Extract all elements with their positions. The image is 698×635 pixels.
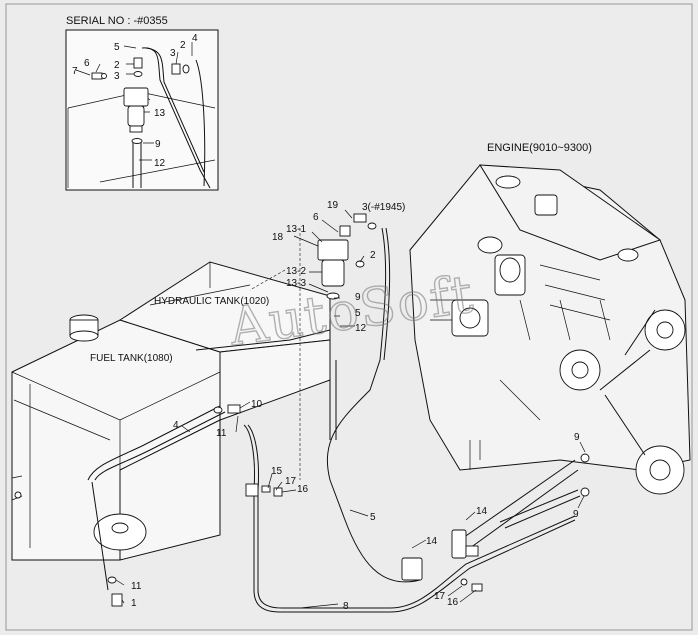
callout-inset-12: 12 (154, 158, 166, 169)
callout-11b: 11 (131, 581, 142, 592)
callout-17b: 17 (434, 591, 446, 602)
callout-mid-2: 2 (370, 250, 376, 261)
hydraulic-tank-label: HYDRAULIC TANK(1020) (154, 296, 269, 307)
callout-mid-6: 6 (313, 212, 319, 223)
callout-mid-5: 5 (355, 308, 361, 319)
serial-ref-label: 3(-#1945) (362, 202, 405, 213)
callout-inset-5: 5 (114, 42, 120, 53)
callout-mid-12: 12 (355, 323, 367, 334)
callout-10: 10 (251, 399, 263, 410)
callout-9b: 9 (573, 509, 579, 520)
callout-8: 8 (343, 601, 349, 612)
fuel-tank (11, 314, 221, 607)
leader-lines (115, 209, 586, 609)
callout-mid-18: 18 (272, 232, 284, 243)
serial-title: SERIAL NO : -#0355 (66, 15, 168, 27)
callout-mid-19: 19 (327, 200, 339, 211)
inset-box (65, 29, 219, 191)
engine-title: ENGINE(9010~9300) (487, 142, 592, 154)
callout-14a: 14 (476, 506, 488, 517)
callout-inset-4: 4 (192, 33, 198, 44)
callout-16a: 16 (297, 484, 309, 495)
frame-border (5, 3, 693, 631)
callout-9a: 9 (574, 432, 580, 443)
callout-mid-9: 9 (355, 292, 361, 303)
callout-mid-13-1: 13-1 (286, 224, 306, 235)
callout-11a: 11 (216, 428, 227, 439)
callout-1: 1 (131, 598, 137, 609)
callout-inset-2b: 2 (180, 40, 186, 51)
hydraulic-tank (118, 261, 331, 421)
engine (409, 164, 691, 495)
callout-inset-9: 9 (155, 139, 161, 150)
callout-inset-6: 6 (84, 58, 90, 69)
callout-mid-13-3: 13-3 (286, 278, 306, 289)
serial-inset (65, 29, 219, 191)
fuel-lines (87, 227, 581, 613)
callout-inset-3a: 3 (114, 71, 120, 82)
callout-inset-13: 13 (154, 108, 166, 119)
callout-mid-13-2: 13-2 (286, 266, 306, 277)
callout-5: 5 (370, 512, 376, 523)
callout-15: 15 (271, 466, 283, 477)
callout-inset-3b: 3 (170, 48, 176, 59)
callout-16b: 16 (447, 597, 459, 608)
callout-17a: 17 (285, 476, 297, 487)
fittings (107, 213, 590, 592)
callout-inset-2a: 2 (114, 60, 120, 71)
fuel-tank-label: FUEL TANK(1080) (90, 353, 173, 364)
callout-inset-7: 7 (72, 66, 78, 77)
callout-14b: 14 (426, 536, 438, 547)
callout-4: 4 (173, 420, 179, 431)
